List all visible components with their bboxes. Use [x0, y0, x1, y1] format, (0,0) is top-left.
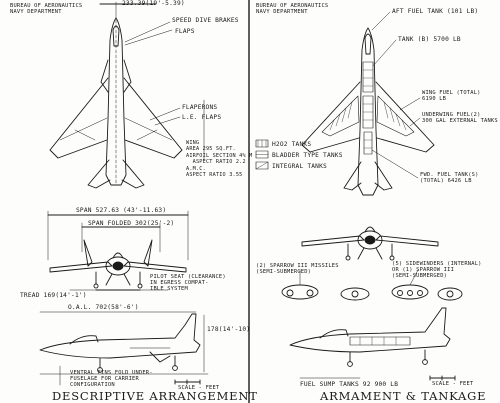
fwd-fuel-tank-label: FWD. FUEL TANK(S) (TOTAL) 6426 LB: [420, 172, 479, 184]
legend-h2o2-tanks: H2O2 TANKS: [272, 141, 312, 148]
missile-sections: [281, 269, 463, 301]
left-front-view: [47, 210, 189, 291]
sparrow-missiles-label: (2) SPARROW III MISSILES (SEMI-SUBMERGED…: [256, 263, 339, 275]
tread-dimension: TREAD 169(14'-1'): [20, 292, 87, 299]
pilot-seat-note: PILOT SEAT (CLEARANCE) IN EGRESS COMPAT-…: [150, 274, 226, 292]
external-tanks-label: UNDERWING FUEL(2) 300 GAL EXTERNAL TANKS: [422, 112, 498, 124]
tank-legend: [255, 139, 269, 170]
aft-fuel-tank-label: AFT FUEL TANK (101 LB): [392, 8, 479, 15]
left-scale-label: SCALE - FEET: [178, 385, 220, 391]
right-plan-view: [301, 11, 435, 196]
height-dimension: 178(14'-10): [207, 326, 251, 333]
top-length-dimension: 233.39(19'-5.39): [122, 0, 185, 7]
span-dimension: SPAN 527.63 (43'-11.63): [76, 207, 167, 214]
flaperons-label: FLAPERONS: [182, 104, 218, 111]
right-title: ARMAMENT & TANKAGE: [320, 389, 487, 403]
sidewinder-label: (5) SIDEWINDERS (INTERNAL) OR (1) SPARRO…: [392, 261, 482, 279]
tank-b-label: TANK (B) 5700 LB: [398, 36, 461, 43]
left-header: BUREAU OF AERONAUTICS NAVY DEPARTMENT: [10, 3, 83, 15]
right-side-view: [289, 307, 456, 381]
speed-brakes-label: SPEED DIVE BRAKES: [172, 17, 239, 24]
legend-bladder-tanks: BLADDER TYPE TANKS: [272, 152, 343, 159]
right-scale-label: SCALE - FEET: [432, 381, 474, 387]
wing-fuel-label: WING FUEL (TOTAL) 6190 LB: [422, 90, 481, 102]
right-front-view: [301, 226, 439, 261]
legend-integral-tanks: INTEGRAL TANKS: [272, 163, 327, 170]
span-folded-dimension: SPAN FOLDED 302(25'-2): [88, 220, 175, 227]
overall-length-dimension: O.A.L. 702(58'-6'): [68, 304, 139, 311]
left-plan-view: [49, 1, 205, 189]
right-header: BUREAU OF AERONAUTICS NAVY DEPARTMENT: [256, 3, 329, 15]
ventral-fins-note: VENTRAL FINS FOLD UNDER- FUSELAGE FOR CA…: [70, 370, 153, 388]
le-flaps-label: L.E. FLAPS: [182, 114, 222, 121]
flaps-label: FLAPS: [175, 28, 195, 35]
fuel-sump-label: FUEL SUMP TANKS 92 900 LB: [300, 381, 399, 388]
left-side-view: [39, 311, 209, 386]
wing-data-block: WING AREA 295 SQ.FT. AIRFOIL SECTION 4% …: [186, 140, 253, 179]
left-title: DESCRIPTIVE ARRANGEMENT: [52, 389, 258, 403]
